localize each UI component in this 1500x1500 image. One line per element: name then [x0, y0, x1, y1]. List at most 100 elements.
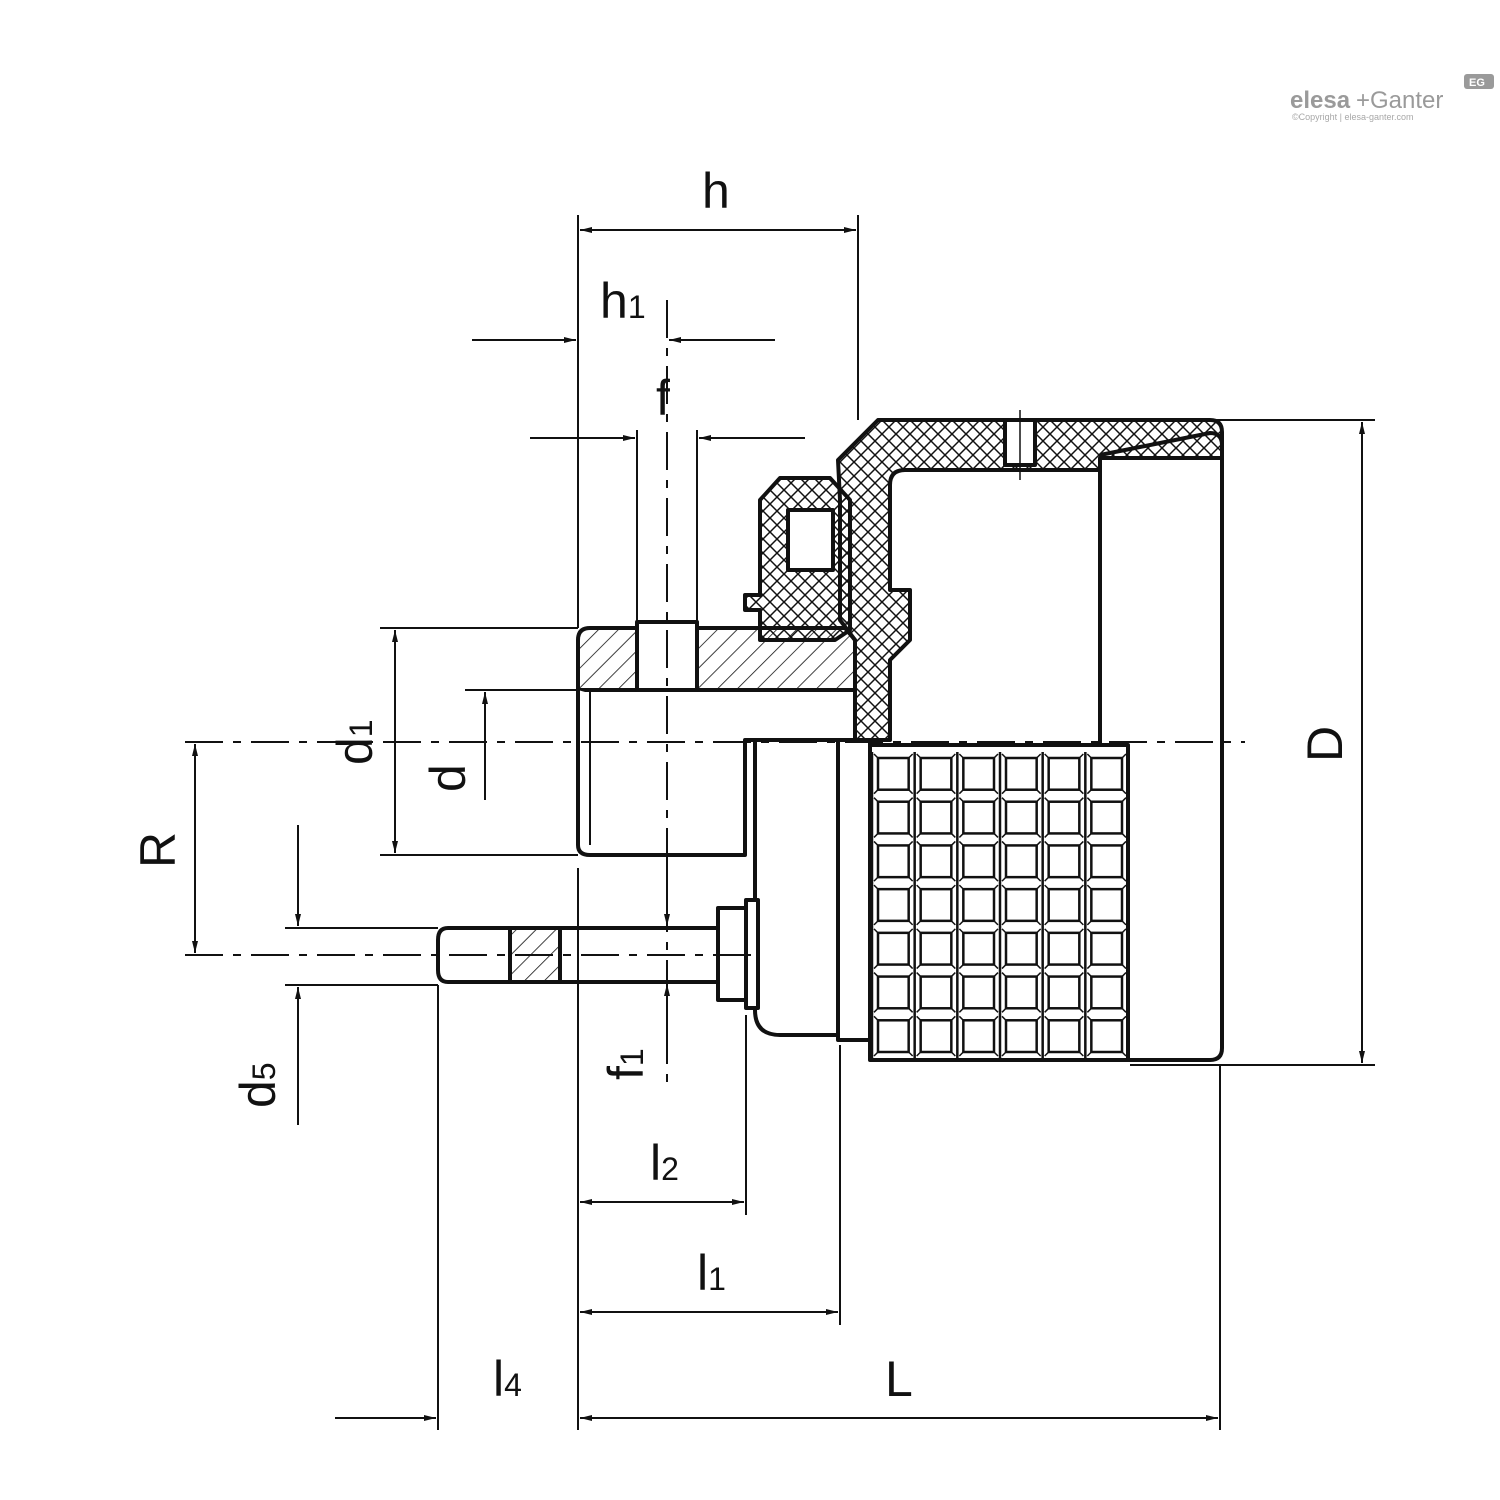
- knurl-corner: [873, 928, 914, 970]
- knurl-corner: [958, 884, 999, 926]
- label-h1: h1: [600, 273, 646, 329]
- knurl-cell: [919, 800, 953, 835]
- knurl-cell: [962, 975, 996, 1010]
- knurl-cell: [1047, 756, 1081, 791]
- knurl-cell: [962, 800, 996, 835]
- knurl-corner: [958, 753, 999, 795]
- knurl-corner: [1001, 753, 1042, 795]
- bushing-section: [576, 626, 857, 692]
- knurl-cell: [962, 931, 996, 966]
- knurl-cell: [1090, 1019, 1124, 1054]
- knurl-cell: [1004, 931, 1038, 966]
- knob-body: [436, 410, 1224, 1062]
- knurl-corner: [1086, 928, 1127, 970]
- label-D: D: [1297, 726, 1353, 762]
- knurl-cell: [876, 1019, 910, 1054]
- knurl-cell: [1047, 975, 1081, 1010]
- logo-brand-left: elesa: [1290, 87, 1351, 114]
- knurl-corner: [1044, 884, 1084, 926]
- knurl-cell: [1090, 887, 1124, 923]
- knurl-cell: [1090, 844, 1124, 879]
- knurl-corner: [1086, 797, 1127, 838]
- knurl-cell: [1047, 1019, 1081, 1054]
- knurl-cell: [876, 844, 910, 879]
- knurl-cell: [1047, 931, 1081, 966]
- knurl-cell: [1090, 756, 1124, 791]
- logo-mark-badge: [1464, 74, 1494, 89]
- knurl-cell: [1004, 975, 1038, 1010]
- knurl-cell: [962, 1019, 996, 1054]
- sectioned-cap: [836, 418, 1224, 742]
- knurl-corner: [1001, 797, 1042, 838]
- hub-body: [753, 738, 840, 1037]
- brand-logo: elesa +Ganter EG ©Copyright | elesa-gant…: [1290, 74, 1494, 122]
- knurl-cell: [962, 887, 996, 923]
- knurl-corner: [1001, 884, 1042, 926]
- knurl-cell: [1004, 887, 1038, 923]
- knurl-corner: [1001, 1015, 1042, 1057]
- knurl-cell: [1004, 800, 1038, 835]
- knurl-cell: [962, 756, 996, 791]
- knurl-cell: [919, 844, 953, 879]
- label-l1: l1: [697, 1245, 726, 1301]
- label-R: R: [130, 832, 186, 868]
- logo-copyright: ©Copyright | elesa-ganter.com: [1292, 112, 1414, 122]
- label-f: f: [656, 370, 670, 426]
- knurl-corner: [958, 797, 999, 838]
- knurl-corner: [916, 1015, 956, 1057]
- knurl-cell: [919, 1019, 953, 1054]
- dimension-labels: h h1 f D d1 d R d5 f1 l2 l1 l4 L: [130, 163, 1353, 1407]
- knurl-cell: [919, 887, 953, 923]
- knurl-cell: [962, 844, 996, 879]
- knurl-pattern: [870, 752, 1130, 1058]
- extension-lines: [285, 215, 1375, 1430]
- center-lines: [185, 300, 1245, 1090]
- knurl-cell: [1090, 800, 1124, 835]
- knurl-cell: [876, 756, 910, 791]
- knurl-corner: [958, 928, 999, 970]
- knurl-cell: [919, 756, 953, 791]
- label-l2: l2: [650, 1135, 679, 1191]
- knurl-corner: [1086, 840, 1127, 882]
- knurl-cell: [1004, 1019, 1038, 1054]
- knurl-corner: [1044, 928, 1084, 970]
- knurl-corner: [1044, 840, 1084, 882]
- knurl-cell: [1004, 756, 1038, 791]
- knurl-corner: [916, 928, 956, 970]
- knurl-corner: [916, 972, 956, 1013]
- knurl-corner: [916, 753, 956, 795]
- knurl-cell: [876, 887, 910, 923]
- logo-mark: EG: [1469, 77, 1485, 89]
- knurl-corner: [873, 884, 914, 926]
- dimension-lines: [192, 227, 1365, 1421]
- knurl-cell: [876, 800, 910, 835]
- knurl-corner: [1044, 972, 1084, 1013]
- knurl-corner: [873, 1015, 914, 1057]
- bracket-pocket: [786, 508, 835, 572]
- knurl-corner: [873, 972, 914, 1013]
- knurl-corner: [873, 797, 914, 838]
- knurl-cell: [1004, 844, 1038, 879]
- knurl-corner: [1044, 797, 1084, 838]
- knurl-cell: [919, 975, 953, 1010]
- knurl-corner: [958, 1015, 999, 1057]
- hub-plate: [836, 738, 872, 1042]
- knurl-corner: [1044, 753, 1084, 795]
- knurl-cell: [1090, 931, 1124, 966]
- knurl-corner: [958, 840, 999, 882]
- label-f1: f1: [598, 1048, 654, 1080]
- knurl-corner: [916, 797, 956, 838]
- knurl-corner: [1001, 972, 1042, 1013]
- label-d5: d5: [230, 1062, 286, 1108]
- knurl-corner: [916, 840, 956, 882]
- label-h: h: [702, 163, 730, 219]
- label-l4: l4: [493, 1351, 522, 1407]
- knurl-cell: [1047, 800, 1081, 835]
- knurl-corner: [916, 884, 956, 926]
- knurl-corner: [1044, 1015, 1084, 1057]
- knurl-corner: [873, 753, 914, 795]
- knurl-corner: [1086, 972, 1127, 1013]
- label-d1: d1: [327, 719, 383, 765]
- knurl-cell: [919, 931, 953, 966]
